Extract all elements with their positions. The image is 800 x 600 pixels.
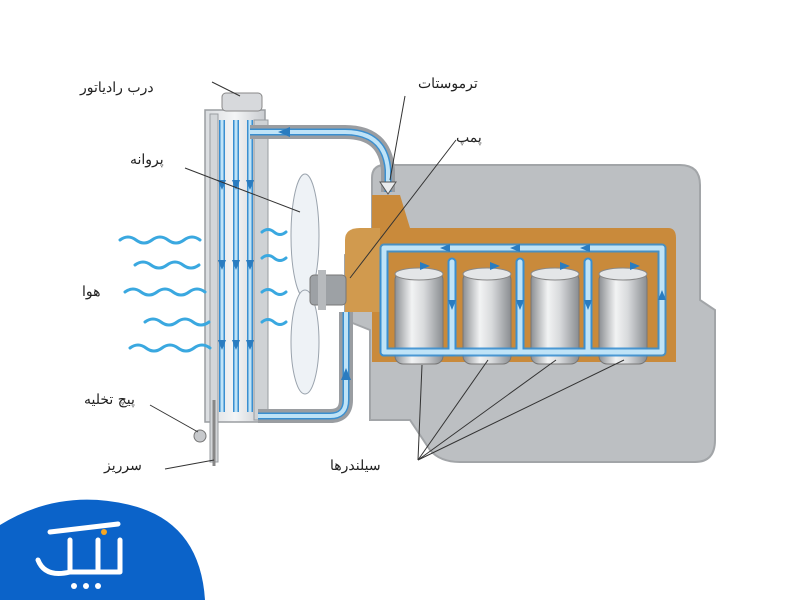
radiator-cap (221, 92, 263, 112)
cylinders-group (394, 267, 648, 365)
label-cylinders: سیلندرها (330, 458, 381, 474)
label-overflow: سرریز (104, 458, 142, 474)
cylinder-top (394, 267, 444, 281)
air-flow (118, 228, 288, 353)
cylinder-top (598, 267, 648, 281)
engine-flow-arrows (420, 244, 666, 310)
radiator (204, 109, 269, 463)
label-pump: پمپ (456, 130, 482, 146)
label-radiator-cap: درب رادیاتور (80, 80, 154, 96)
label-thermostat: ترموستات (418, 76, 478, 92)
leader-lines (149, 81, 625, 470)
fan (290, 173, 347, 395)
label-air: هوا (82, 284, 101, 300)
lower-hose-arrow (341, 368, 351, 380)
label-drain-plug: پیچ تخلیه (84, 392, 135, 408)
cylinder-top (530, 267, 580, 281)
upper-hose (250, 125, 395, 192)
upper-hose-arrow (278, 127, 290, 137)
thermostat (379, 181, 397, 195)
cylinder-top (462, 267, 512, 281)
drain-plug (193, 429, 207, 443)
pump-housing (345, 228, 380, 312)
label-fan: پروانه (130, 152, 164, 168)
